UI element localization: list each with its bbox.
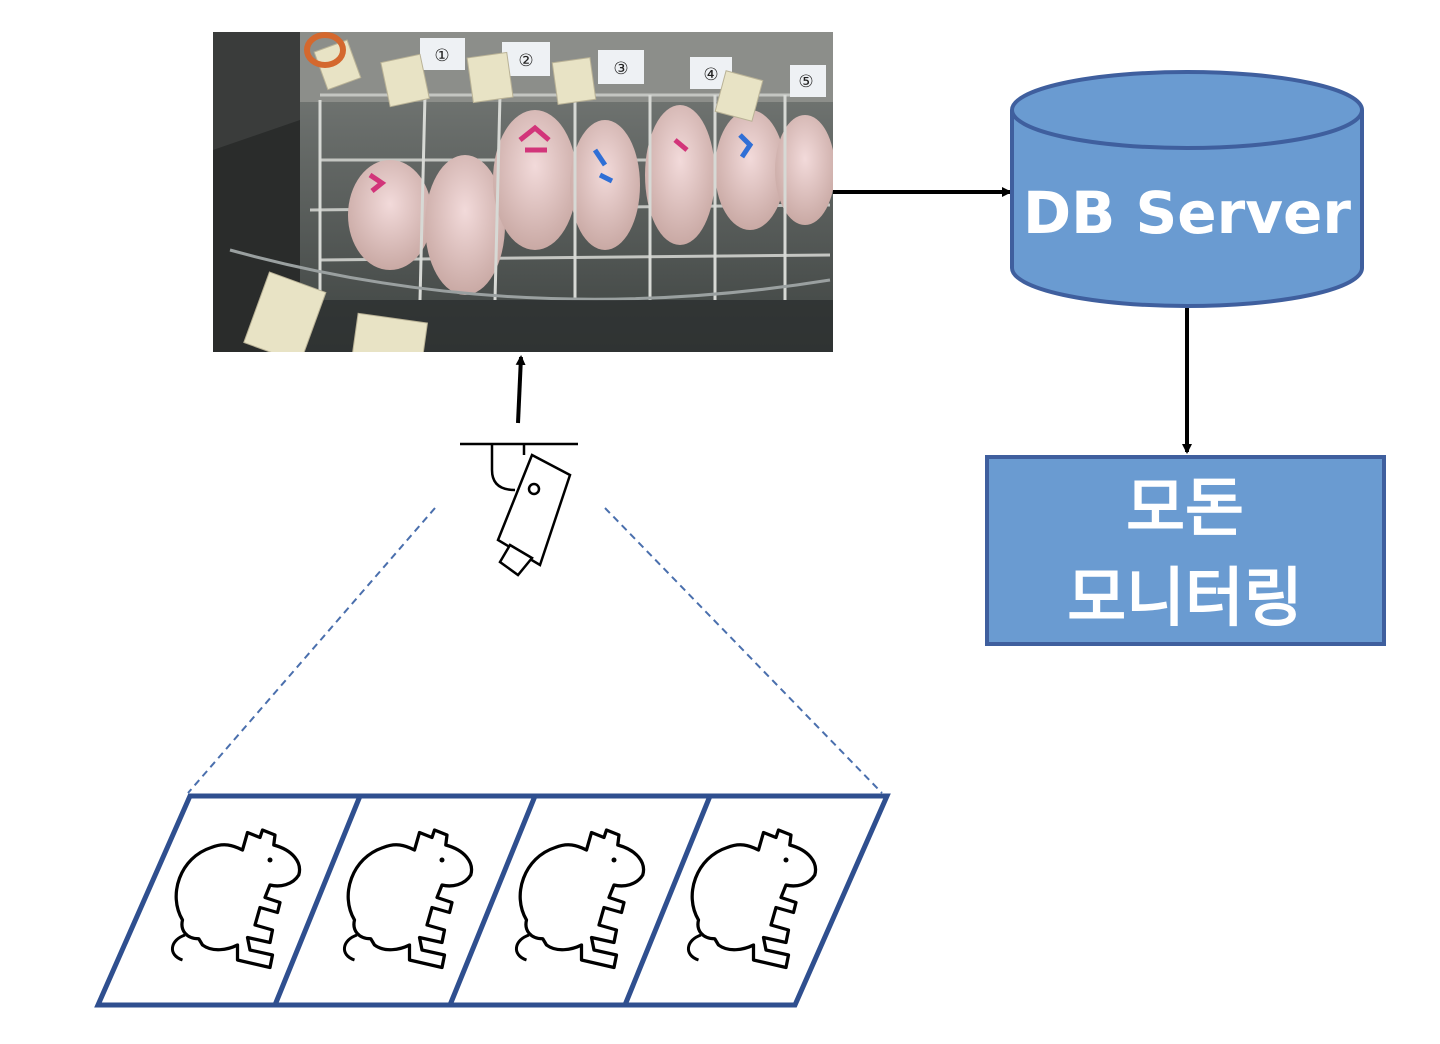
db-server-label: DB Server [1023, 179, 1351, 247]
pen-number-3: ③ [613, 59, 628, 78]
pig-icon [515, 828, 646, 970]
farrowing-crates [94, 793, 891, 1008]
pig-icon [343, 828, 474, 970]
sow-monitoring-box: 모돈 모니터링 [985, 455, 1386, 646]
camera-icon [460, 442, 578, 577]
pen-number-1: ① [434, 46, 449, 65]
fov-left-line [187, 507, 436, 794]
monitoring-label-line1: 모돈 [1126, 472, 1244, 546]
db-server-cylinder: DB Server [1010, 70, 1364, 308]
barn-camera-photo: ① ② ③ ④ ⑤ [213, 32, 833, 352]
pen-number-5: ⑤ [798, 72, 813, 91]
pen-number-2: ② [518, 51, 533, 70]
fov-right-line [604, 507, 883, 794]
pen-number-4: ④ [703, 65, 718, 84]
pig-icon [171, 828, 302, 970]
monitoring-label-line2: 모니터링 [1067, 562, 1303, 636]
pig-icon [687, 828, 818, 970]
camera-to-photo-arrow [515, 355, 526, 424]
